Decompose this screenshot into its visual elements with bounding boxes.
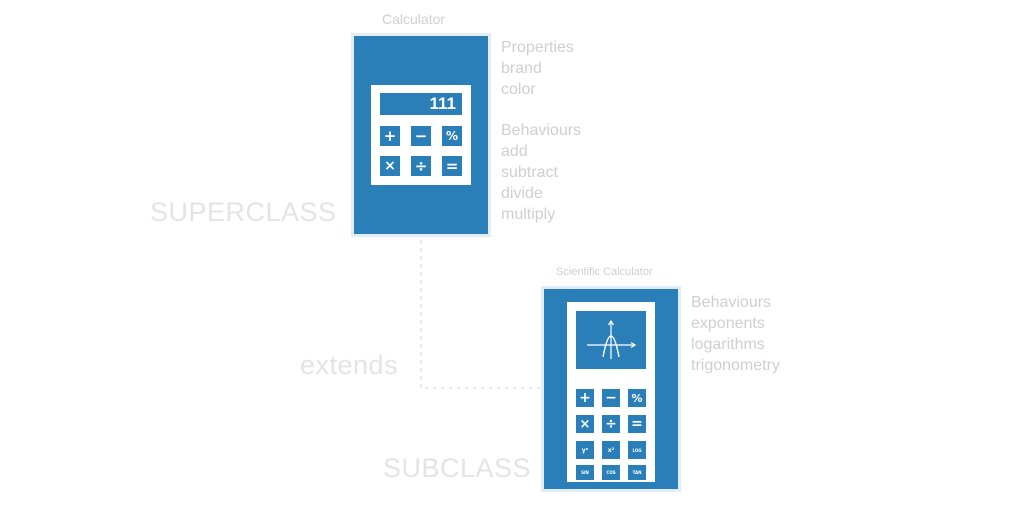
property-item: brand [501, 60, 542, 77]
key-minus: − [602, 389, 620, 407]
key-square: x² [602, 441, 620, 459]
calculator-display: 111 [380, 93, 462, 115]
key-divide: ÷ [602, 415, 620, 433]
key-tan: TAN [628, 465, 646, 480]
behaviours-heading: Behaviours [691, 294, 772, 311]
behaviour-item: add [501, 143, 528, 160]
superclass-title: Calculator [382, 11, 446, 27]
superclass-properties: Properties brand color [501, 37, 574, 100]
behaviour-item: subtract [501, 164, 558, 181]
subclass-title: Scientific Calculator [556, 266, 653, 278]
behaviour-item: trigonometry [691, 357, 780, 374]
key-equals: = [628, 415, 646, 433]
subclass-behaviours: Behaviours exponents logarithms trigonom… [691, 292, 780, 376]
scientific-calculator-device: + − % × ÷ = yˣ x² LOG SIN COS TAN [541, 286, 681, 492]
extends-label: extends [300, 350, 399, 380]
key-divide: ÷ [411, 156, 431, 176]
key-power: yˣ [576, 441, 594, 459]
key-sin: SIN [576, 465, 594, 480]
subclass-label: SUBCLASS [383, 453, 532, 483]
key-percent: % [442, 126, 462, 146]
property-item: color [501, 81, 536, 98]
key-multiply: × [380, 156, 400, 176]
scientific-calculator-panel: + − % × ÷ = yˣ x² LOG SIN COS TAN [567, 302, 655, 482]
behaviour-item: logarithms [691, 336, 765, 353]
behaviour-item: exponents [691, 315, 765, 332]
key-cos: COS [602, 465, 620, 480]
behaviour-item: divide [501, 185, 543, 202]
behaviour-item: multiply [501, 206, 556, 223]
graph-display [576, 311, 646, 369]
key-minus: − [411, 126, 431, 146]
key-percent: % [628, 389, 646, 407]
superclass-behaviours: Behaviours add subtract divide multiply [501, 120, 581, 225]
parabola-graph-icon [587, 319, 637, 359]
key-equals: = [442, 156, 462, 176]
superclass-label: SUPERCLASS [150, 197, 337, 227]
behaviours-heading: Behaviours [501, 122, 582, 139]
key-plus: + [380, 126, 400, 146]
key-multiply: × [576, 415, 594, 433]
calculator-device: 111 + − % × ÷ = [351, 33, 491, 237]
calculator-panel: 111 + − % × ÷ = [371, 85, 471, 185]
properties-heading: Properties [501, 39, 574, 56]
key-log: LOG [628, 441, 646, 459]
key-plus: + [576, 389, 594, 407]
